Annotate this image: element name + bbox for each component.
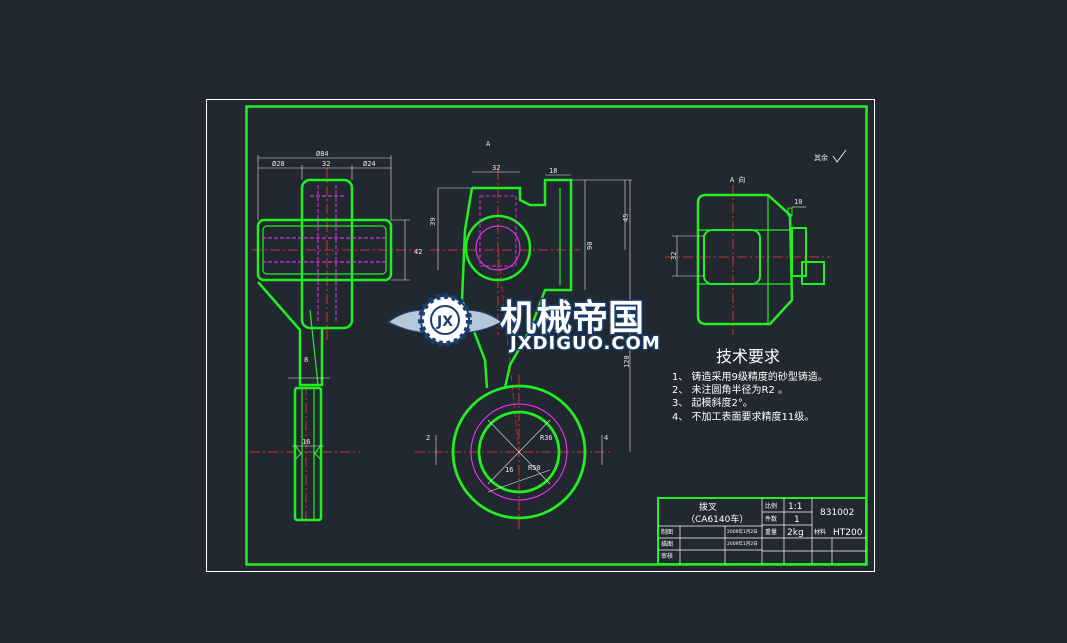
- tech-req-item-4: 4、 不加工表面要求精度11级。: [672, 410, 814, 423]
- svg-text:JX: JX: [436, 314, 453, 330]
- dim-d16-left: 16: [302, 438, 310, 446]
- tb-qty-value: 1: [794, 515, 800, 525]
- dim-d2: 2: [426, 434, 430, 442]
- tech-req-item-3: 3、 起模斜度2°。: [672, 396, 753, 409]
- tb-scale-value: 1:1: [788, 502, 802, 512]
- dim-d28: Ø28: [272, 160, 285, 168]
- view-a: A 向 10 32: [665, 175, 830, 335]
- tb-weight-value: 2kg: [787, 528, 804, 538]
- tb-scale-label: 比例: [765, 502, 777, 510]
- tb-role-2: 描图: [661, 540, 673, 548]
- tb-material-value: HT200: [833, 528, 863, 538]
- dim-d16-front: 16: [505, 466, 513, 474]
- tech-req-item-2: 2、 未注圆角半径为R2 。: [672, 383, 788, 396]
- dim-d32-front: 32: [492, 164, 500, 172]
- view-a-label: A 向: [730, 175, 745, 184]
- sheet-outer-frame: [206, 99, 875, 572]
- section-label-a: A: [486, 140, 491, 148]
- roughness-note: 其余: [814, 149, 847, 163]
- dim-d32-left: 32: [322, 160, 330, 168]
- dim-d42: 42: [414, 248, 422, 256]
- tb-role-1: 制图: [661, 528, 673, 536]
- dim-d120: 120: [623, 355, 631, 368]
- dim-d4: 4: [604, 434, 608, 442]
- dim-d24: Ø24: [363, 160, 376, 168]
- dim-d10: 10: [794, 198, 802, 206]
- tb-role-3: 审核: [661, 552, 673, 560]
- tb-part-model: （CA6140车）: [686, 513, 748, 525]
- side-view: Ø84 Ø28 32 Ø24 42 8 16: [250, 150, 422, 525]
- dim-d8: 8: [304, 356, 308, 364]
- tb-date-2: 2009年1月2日: [727, 540, 758, 547]
- drawing-border: [245, 105, 868, 566]
- dim-d32-right: 32: [670, 252, 678, 260]
- tb-drawing-number: 831002: [820, 508, 854, 518]
- watermark-logo: JX 机械帝国 JXDIGUO.COM: [386, 293, 661, 355]
- dim-r50: R50: [528, 464, 541, 472]
- dim-d84: Ø84: [316, 150, 329, 158]
- front-view: A 32 18 39 90 45 120 2 4 16 R36 R50: [415, 140, 632, 530]
- dim-r36: R36: [540, 434, 553, 442]
- tb-part-name: 拨叉: [699, 501, 717, 513]
- title-block: 拨叉 （CA6140车） 比例 1:1 件数 1 831002 重量 2kg 材…: [657, 497, 867, 565]
- watermark-cn: 机械帝国: [500, 298, 644, 339]
- tb-qty-label: 件数: [765, 515, 777, 523]
- dim-d45: 45: [622, 214, 630, 222]
- svg-text:其余: 其余: [814, 153, 828, 162]
- dim-d18: 18: [549, 167, 557, 175]
- tech-req-item-1: 1、 铸造采用9级精度的砂型铸造。: [672, 370, 828, 383]
- dim-d90: 90: [586, 242, 594, 250]
- tb-date-1: 2009年1月2日: [727, 528, 758, 535]
- dim-d39: 39: [429, 218, 437, 226]
- technical-requirements: 技术要求 1、 铸造采用9级精度的砂型铸造。 2、 未注圆角半径为R2 。 3、…: [672, 347, 828, 423]
- tb-weight-label: 重量: [765, 528, 777, 536]
- tb-material-label: 材料: [814, 528, 826, 536]
- watermark-en: JXDIGUO.COM: [508, 333, 661, 354]
- tech-req-title: 技术要求: [716, 347, 780, 366]
